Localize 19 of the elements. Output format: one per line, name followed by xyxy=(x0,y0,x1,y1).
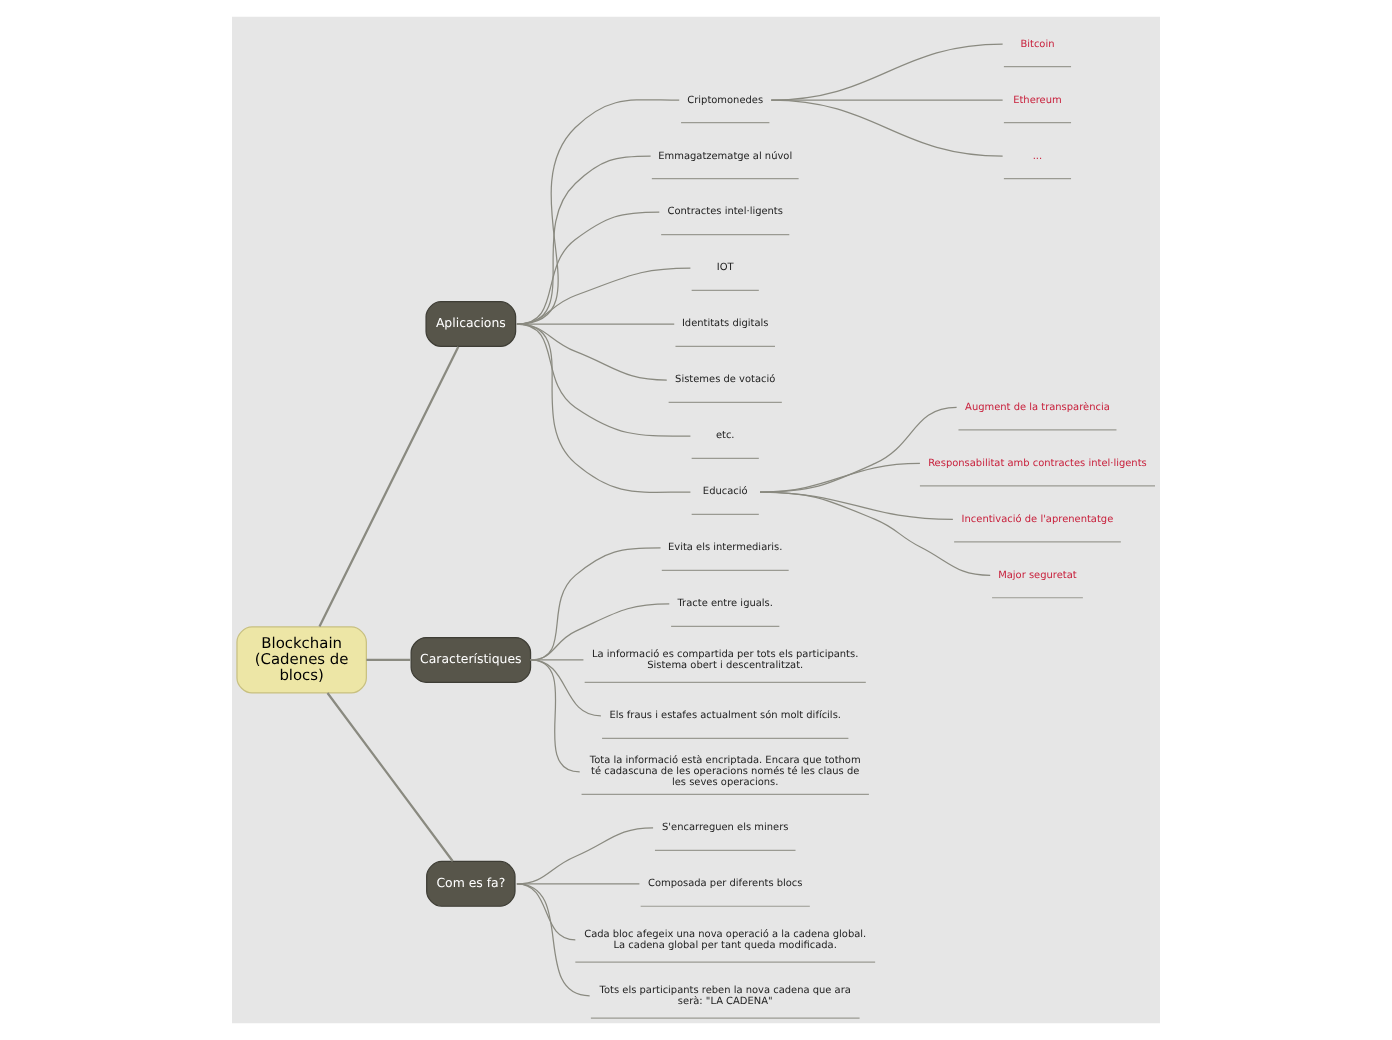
connector xyxy=(770,99,1004,157)
connector xyxy=(529,659,581,773)
connector xyxy=(366,658,411,662)
connector xyxy=(770,43,1004,101)
connector xyxy=(516,883,640,885)
connector xyxy=(516,267,691,325)
connector xyxy=(529,659,585,661)
connector xyxy=(516,323,691,493)
connector xyxy=(529,547,662,661)
connector xyxy=(326,692,454,862)
connector xyxy=(318,346,460,627)
connector xyxy=(529,603,670,661)
connector xyxy=(516,323,675,325)
connector xyxy=(516,323,691,437)
connector xyxy=(516,99,680,325)
connector xyxy=(516,827,654,885)
connector xyxy=(516,883,591,997)
connector xyxy=(529,659,602,717)
connector xyxy=(759,491,991,576)
